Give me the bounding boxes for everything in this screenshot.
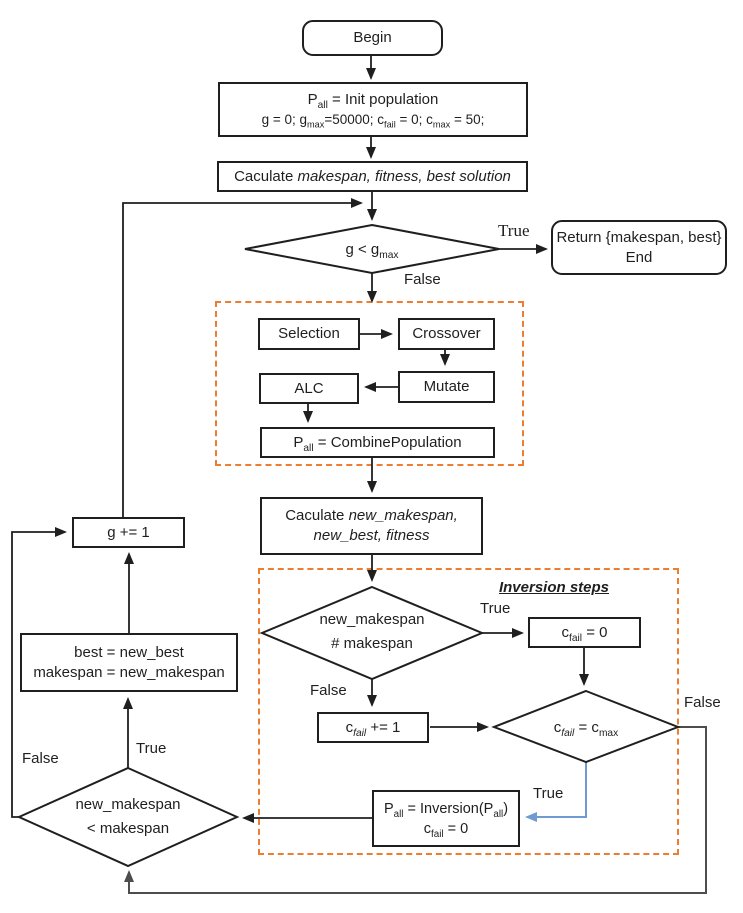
edge-ginc-loop-to-junction xyxy=(122,198,363,517)
edge-decision4-false-to-ginc xyxy=(11,527,67,818)
crossover-label: Crossover xyxy=(412,325,481,342)
inversion-steps-dashed-frame xyxy=(258,568,679,855)
decision-improved-line2: < makespan xyxy=(86,820,170,837)
mutate-box: Mutate xyxy=(398,371,495,403)
update-best-box: best = new_best makespan = new_makespan xyxy=(20,633,238,692)
calc-makespan-box: Caculate makespan, fitness, best solutio… xyxy=(217,161,528,192)
decision-cfail-max-shape xyxy=(491,689,681,764)
begin-label: Begin xyxy=(353,29,392,46)
decision-improved-shape xyxy=(16,766,240,868)
selection-box: Selection xyxy=(258,318,360,350)
inversion-steps-title: Inversion steps xyxy=(498,579,610,596)
edge-decision3-false-loop xyxy=(124,726,707,894)
alc-label: ALC xyxy=(294,379,324,397)
edge-label-cfail-max-false: False xyxy=(684,694,721,711)
decision-generation-label: g < gmax xyxy=(345,241,399,261)
edge-label-cfail-max-true: True xyxy=(533,785,564,802)
inversion-line2: cfail = 0 xyxy=(423,820,469,840)
increment-generation-box: g += 1 xyxy=(72,517,185,548)
return-line1: Return {makespan, best} xyxy=(556,228,722,246)
edge-label-makespan-changed-true: True xyxy=(480,600,511,617)
inversion-box: Pall = Inversion(Pall) cfail = 0 xyxy=(372,790,520,847)
edge-label-improved-false: False xyxy=(22,750,59,767)
mutate-label: Mutate xyxy=(423,378,470,395)
decision-makespan-changed-label: new_makespan # makespan xyxy=(292,608,452,656)
cfail-increment-label: cfail += 1 xyxy=(345,718,401,739)
decision-improved-line1: new_makespan xyxy=(75,796,181,813)
cfail-reset-box: cfail = 0 xyxy=(528,617,641,648)
begin-terminal: Begin xyxy=(302,20,443,56)
crossover-box: Crossover xyxy=(398,318,495,350)
combine-population-box: Pall = CombinePopulation xyxy=(260,427,495,458)
init-population-box: Pall = Init population g = 0; gmax=50000… xyxy=(218,82,528,137)
decision-makespan-changed-line1: new_makespan xyxy=(319,611,425,628)
cfail-reset-label: cfail = 0 xyxy=(561,623,608,644)
calc-makespan-label: Caculate makespan, fitness, best solutio… xyxy=(234,167,511,185)
edge-label-improved-true: True xyxy=(136,740,167,757)
selection-label: Selection xyxy=(278,325,340,342)
combine-label: Pall = CombinePopulation xyxy=(293,433,462,454)
cfail-increment-box: cfail += 1 xyxy=(317,712,429,743)
alc-box: ALC xyxy=(259,373,359,404)
edge-label-generation-false: False xyxy=(404,271,441,288)
inversion-line1: Pall = Inversion(Pall) xyxy=(383,800,509,820)
increment-generation-label: g += 1 xyxy=(107,523,150,541)
decision-makespan-changed-shape xyxy=(259,585,485,681)
decision-makespan-changed-line2: # makespan xyxy=(331,635,413,652)
edge-decision3-true-to-inversion xyxy=(525,762,587,822)
decision-improved-label: new_makespan < makespan xyxy=(43,793,213,841)
init-line2: g = 0; gmax=50000; cfail = 0; cmax = 50; xyxy=(261,111,485,130)
calc-new-line1: Caculate new_makespan, xyxy=(285,507,458,524)
update-best-line2: makespan = new_makespan xyxy=(33,663,225,681)
calc-new-makespan-box: Caculate new_makespan, new_best, fitness xyxy=(260,497,483,555)
return-line2: End xyxy=(625,248,653,266)
decision-cfail-max-label: cfail = cmax xyxy=(553,719,619,739)
edge-label-generation-true: True xyxy=(498,221,530,240)
init-line1: Pall = Init population xyxy=(307,90,439,111)
return-end-terminal: Return {makespan, best} End xyxy=(551,220,727,275)
update-best-line1: best = new_best xyxy=(74,643,184,661)
edge-label-makespan-changed-false: False xyxy=(310,682,347,699)
calc-new-line2: new_best, fitness xyxy=(313,527,430,544)
decision-generation-shape xyxy=(244,223,500,275)
